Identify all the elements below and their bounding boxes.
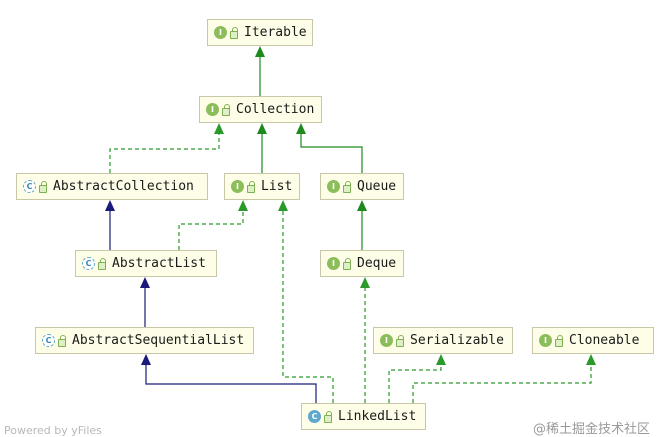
edge-arrowhead	[105, 200, 115, 211]
edge-line	[282, 210, 334, 403]
class-icon: C	[308, 410, 321, 423]
edge-linkedlist-deque	[360, 277, 370, 403]
edge-arrowhead	[257, 123, 267, 134]
lock-icon	[230, 26, 238, 39]
edge-line	[412, 364, 592, 403]
node-serializable[interactable]: I Serializable	[373, 327, 513, 354]
edge-deque-queue	[357, 200, 367, 250]
lock-icon	[324, 410, 332, 423]
edge-line	[178, 210, 244, 250]
interface-icon: I	[380, 334, 393, 347]
node-label: Deque	[357, 256, 397, 271]
edge-line	[388, 364, 442, 403]
interface-icon: I	[539, 334, 552, 347]
edge-line	[145, 364, 317, 403]
edge-arrowhead	[436, 354, 446, 365]
edge-arrowhead	[360, 277, 370, 288]
edge-abstractlist-list	[178, 200, 248, 250]
edge-list-collection	[257, 123, 267, 173]
node-collection[interactable]: I Collection	[199, 96, 322, 123]
interface-icon: I	[206, 103, 219, 116]
edge-linkedlist-serializable	[388, 354, 446, 403]
edge-linkedlist-list	[278, 200, 334, 403]
edge-arrowhead	[278, 200, 288, 211]
edge-abstractcollection-collection	[109, 123, 224, 173]
edge-linkedlist-abstractsequentiallist	[141, 354, 317, 403]
interface-icon: I	[214, 26, 227, 39]
edge-arrowhead	[141, 354, 151, 365]
node-label: LinkedList	[338, 409, 417, 424]
lock-icon	[555, 334, 563, 347]
powered-by-label: Powered by yFiles	[4, 424, 102, 437]
node-label: Cloneable	[569, 333, 640, 348]
node-abstractsequentiallist[interactable]: C AbstractSequentialList	[35, 327, 254, 354]
node-abstractlist[interactable]: C AbstractList	[75, 250, 217, 277]
node-cloneable[interactable]: I Cloneable	[532, 327, 654, 354]
node-label: AbstractList	[112, 256, 206, 271]
edge-linkedlist-cloneable	[412, 354, 596, 403]
edge-arrowhead	[586, 354, 596, 365]
interface-icon: I	[327, 257, 340, 270]
abstract-class-icon: C	[82, 257, 95, 270]
edge-line	[109, 133, 220, 173]
node-label: Collection	[236, 102, 315, 117]
edge-arrowhead	[296, 123, 306, 134]
edge-arrowhead	[214, 123, 224, 134]
node-abstractcollection[interactable]: C AbstractCollection	[16, 173, 208, 200]
interface-icon: I	[327, 180, 340, 193]
lock-icon	[396, 334, 404, 347]
lock-icon	[39, 180, 47, 193]
abstract-class-icon: C	[23, 180, 36, 193]
edge-collection-iterable	[255, 46, 265, 96]
interface-icon: I	[231, 180, 244, 193]
edge-arrowhead	[357, 200, 367, 211]
edge-arrowhead	[140, 277, 150, 288]
node-deque[interactable]: I Deque	[320, 250, 404, 277]
lock-icon	[343, 180, 351, 193]
edge-line	[300, 133, 363, 173]
lock-icon	[343, 257, 351, 270]
lock-icon	[58, 334, 66, 347]
node-list[interactable]: I List	[224, 173, 300, 200]
node-label: List	[261, 179, 293, 194]
watermark-label: @稀土掘金技术社区	[533, 422, 651, 437]
lock-icon	[247, 180, 255, 193]
node-label: Queue	[357, 179, 397, 194]
lock-icon	[222, 103, 230, 116]
node-queue[interactable]: I Queue	[320, 173, 404, 200]
node-linkedlist[interactable]: C LinkedList	[301, 403, 426, 430]
node-label: AbstractCollection	[53, 179, 194, 194]
node-label: Serializable	[410, 333, 504, 348]
edge-arrowhead	[238, 200, 248, 211]
lock-icon	[98, 257, 106, 270]
edge-abstractsequentiallist-abstractlist	[140, 277, 150, 327]
node-label: Iterable	[244, 25, 307, 40]
node-label: AbstractSequentialList	[72, 333, 245, 348]
abstract-class-icon: C	[42, 334, 55, 347]
node-iterable[interactable]: I Iterable	[207, 19, 313, 46]
edge-queue-collection	[296, 123, 363, 173]
edge-arrowhead	[255, 46, 265, 57]
edge-abstractlist-abstractcollection	[105, 200, 115, 250]
